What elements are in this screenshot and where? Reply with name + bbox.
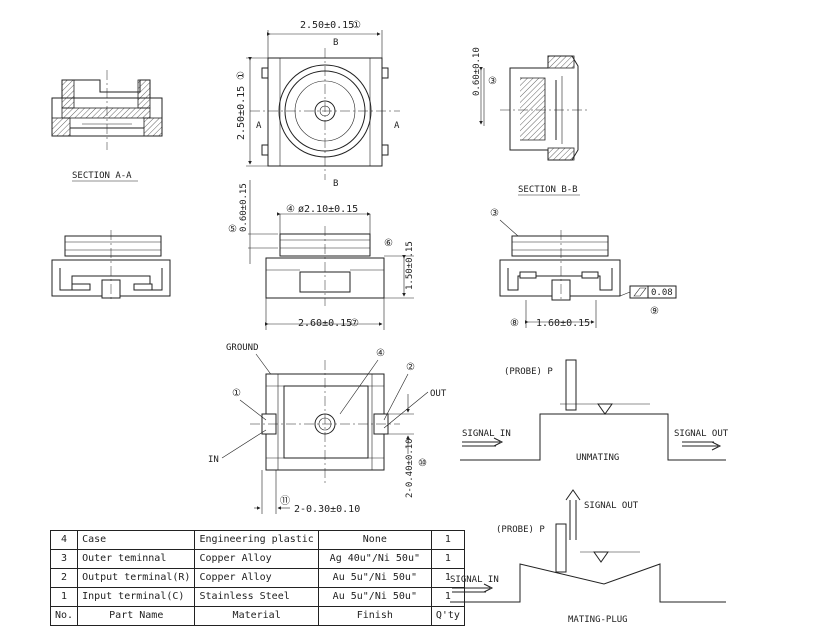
bom-cell-finish: None — [317, 530, 432, 550]
bom-header-material: Material — [194, 606, 319, 626]
bom-header-part: Part Name — [77, 606, 196, 626]
dim-height-text: 2.50±0.15 — [236, 86, 247, 140]
probe-label-2: (PROBE) P — [496, 525, 545, 535]
section-a-mark-left: A — [256, 121, 262, 131]
bom-cell-material: Engineering plastic — [194, 530, 319, 550]
callout-1-bottom: ① — [232, 388, 241, 399]
callout-6: ⑥ — [384, 238, 393, 249]
section-bb-view: 0.60±0.10 ③ SECTION B-B — [472, 47, 590, 196]
flatness-value: 0.08 — [651, 288, 673, 298]
callout-1-left: ① — [236, 71, 247, 80]
left-side-view — [51, 230, 171, 302]
bom-cell-finish: Au 5u"/Ni 50u" — [317, 568, 432, 588]
section-b-mark-top: B — [333, 38, 338, 48]
bom-cell-qty: 1 — [430, 549, 465, 569]
callout-3-bb: ③ — [488, 76, 497, 87]
right-side-view: ③ 0.08 ⑨ 1.60±0.15 ⑧ — [490, 208, 677, 329]
bom-cell-finish: Ag 40u"/Ni 50u" — [317, 549, 432, 569]
mating-plug-diagram: (PROBE) P SIGNAL OUT SIGNAL IN MATING-PL… — [450, 489, 726, 625]
callout-1-top: ① — [352, 20, 361, 31]
section-aa-label: SECTION A-A — [72, 171, 132, 181]
signal-in-label-1: SIGNAL IN — [462, 429, 511, 439]
bom-cell-part: Output terminal(R) — [77, 568, 196, 588]
dim-0-60-front: 0.60±0.15 — [239, 183, 249, 232]
bom-cell-part: Case — [77, 530, 196, 550]
mating-plug-label: MATING-PLUG — [568, 615, 628, 625]
bom-cell-no: 4 — [49, 530, 79, 550]
in-label: IN — [208, 455, 219, 465]
signal-out-label-1: SIGNAL OUT — [674, 429, 729, 439]
bom-header-no: No. — [49, 606, 79, 626]
dim-1-50-text: 1.50±0.15 — [405, 241, 415, 290]
section-b-mark-bottom: B — [333, 179, 338, 189]
bom-cell-material: Stainless Steel — [194, 587, 319, 607]
bom-row: 1 Input terminal(C) Stainless Steel Au 5… — [49, 587, 465, 607]
probe-label-1: (PROBE) P — [504, 367, 553, 377]
bom-cell-no: 3 — [49, 549, 79, 569]
dim-0-60-b-section: 0.60±0.10 — [472, 47, 482, 96]
bom-cell-part: Outer teminnal — [77, 549, 196, 569]
callout-4-bottom: ④ — [376, 348, 385, 359]
bom-row: 3 Outer teminnal Copper Alloy Ag 40u"/Ni… — [49, 549, 465, 569]
bom-cell-finish: Au 5u"/Ni 50u" — [317, 587, 432, 607]
bom-cell-qty: 1 — [430, 530, 465, 550]
unmating-label: UNMATING — [576, 453, 619, 463]
callout-3-side: ③ — [490, 208, 499, 219]
callout-4-front: ④ — [286, 204, 295, 215]
out-label: OUT — [430, 389, 447, 399]
signal-out-label-2: SIGNAL OUT — [584, 501, 639, 511]
bom-cell-material: Copper Alloy — [194, 568, 319, 588]
bom-cell-qty: 1 — [430, 587, 465, 607]
bom-header-finish: Finish — [317, 606, 432, 626]
section-aa-view: SECTION A-A — [51, 70, 163, 182]
bom-cell-no: 1 — [49, 587, 79, 607]
bom-header-qty: Q'ty — [430, 606, 465, 626]
section-a-mark-right: A — [394, 121, 400, 131]
dim-2-60-text: 2.60±0.15 — [298, 318, 352, 329]
callout-8: ⑧ — [510, 318, 519, 329]
dim-2-030-text: 2-0.30±0.10 — [294, 504, 360, 515]
callout-9: ⑨ — [650, 306, 659, 317]
bom-header-row: No. Part Name Material Finish Q'ty — [49, 606, 465, 626]
callout-7: ⑦ — [350, 318, 359, 329]
bom-cell-qty: 1 — [430, 568, 465, 588]
top-view: 2.50±0.15 ① B 2.50±0.15 ① A A B — [236, 20, 400, 189]
bom-table: 4 Case Engineering plastic None 1 3 Oute… — [49, 530, 465, 626]
bom-cell-no: 2 — [49, 568, 79, 588]
signal-in-label-2: SIGNAL IN — [450, 575, 499, 585]
bom-cell-material: Copper Alloy — [194, 549, 319, 569]
callout-2: ② — [406, 362, 415, 373]
callout-11: ⑪ — [280, 495, 290, 507]
unmating-diagram: (PROBE) P SIGNAL IN SIGNAL OUT UNMATING — [460, 359, 729, 463]
dim-diameter-text: ø2.10±0.15 — [298, 204, 358, 215]
callout-5: ⑤ — [228, 224, 237, 235]
bom-row: 2 Output terminal(R) Copper Alloy Au 5u"… — [49, 568, 465, 588]
bom-cell-part: Input terminal(C) — [77, 587, 196, 607]
bom-row: 4 Case Engineering plastic None 1 — [49, 530, 465, 550]
dim-2-040-text: 2-0.40±0.10 — [405, 438, 415, 498]
ground-label: GROUND — [226, 343, 259, 353]
callout-10: ⑩ — [418, 458, 427, 469]
section-bb-label: SECTION B-B — [518, 185, 578, 195]
front-view: ⑤ 0.60±0.15 ④ ø2.10±0.15 ⑥ 1.50±0.15 2.6… — [228, 180, 415, 330]
dim-1-60-text: 1.60±0.15 — [536, 318, 590, 329]
bottom-view: GROUND ④ ② OUT ① IN 2-0.40±0.10 ⑩ ⑪ — [208, 343, 447, 515]
dim-width-text: 2.50±0.15 — [300, 20, 354, 31]
